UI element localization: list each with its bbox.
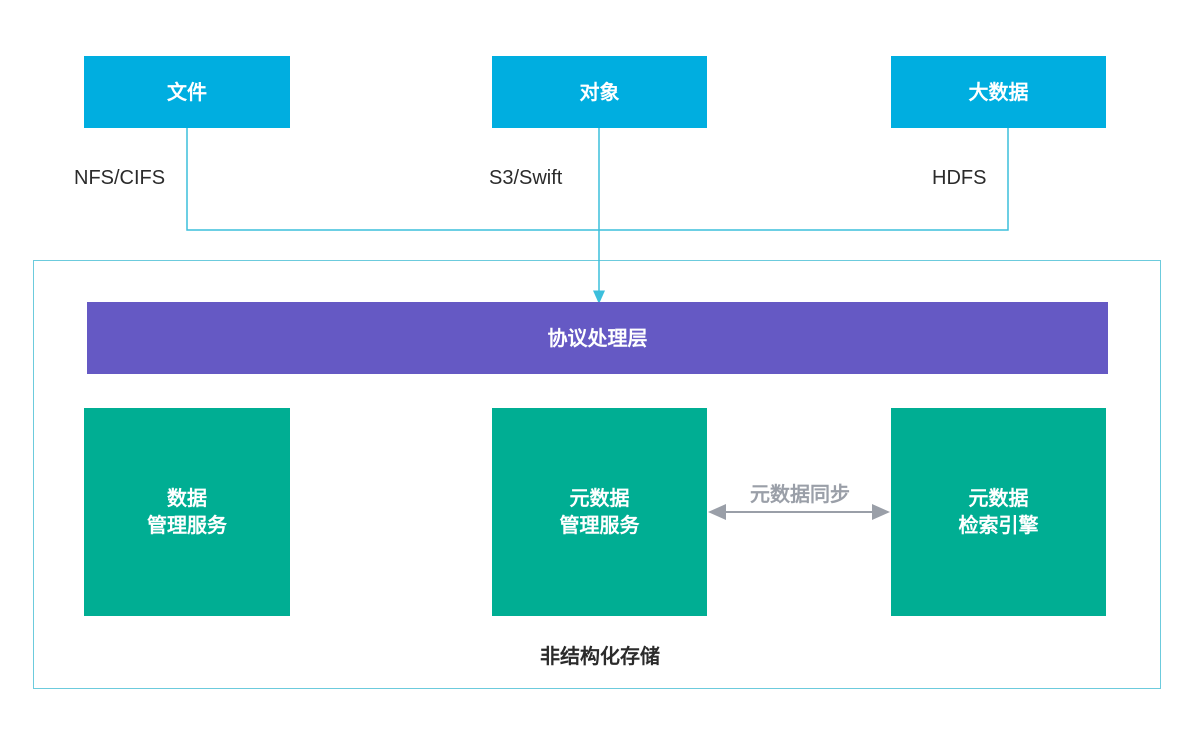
meta-mgmt-line2: 管理服务 bbox=[559, 513, 640, 537]
meta-search-line2: 检索引擎 bbox=[958, 513, 1039, 537]
hdfs-protocol-label: HDFS bbox=[932, 167, 987, 189]
s3-swift-protocol-label: S3/Swift bbox=[489, 167, 563, 189]
protocol-processing-layer: 协议处理层 bbox=[87, 302, 1108, 374]
nfs-cifs-protocol-label: NFS/CIFS bbox=[74, 167, 166, 189]
meta-mgmt-line1: 元数据 bbox=[569, 486, 630, 510]
meta-search-line1: 元数据 bbox=[968, 486, 1029, 510]
metadata-management-service-box: 元数据 管理服务 bbox=[492, 408, 707, 616]
file-client-label: 文件 bbox=[167, 79, 207, 104]
protocol-bus-line bbox=[186, 128, 1009, 231]
unstructured-storage-label: 非结构化存储 bbox=[540, 644, 660, 668]
metadata-search-engine-box: 元数据 检索引擎 bbox=[891, 408, 1106, 616]
bigdata-client-box: 大数据 bbox=[891, 56, 1106, 128]
protocol-layer-label: 协议处理层 bbox=[547, 325, 648, 350]
data-mgmt-line2: 管理服务 bbox=[147, 513, 227, 537]
object-client-label: 对象 bbox=[579, 79, 620, 104]
metadata-sync-label: 元数据同步 bbox=[750, 482, 850, 506]
file-client-box: 文件 bbox=[84, 56, 290, 128]
object-client-box: 对象 bbox=[492, 56, 707, 128]
data-management-service-box: 数据 管理服务 bbox=[84, 408, 290, 616]
data-mgmt-line1: 数据 bbox=[167, 486, 207, 510]
unstructured-storage-container bbox=[33, 260, 1161, 689]
bigdata-client-label: 大数据 bbox=[968, 79, 1029, 104]
